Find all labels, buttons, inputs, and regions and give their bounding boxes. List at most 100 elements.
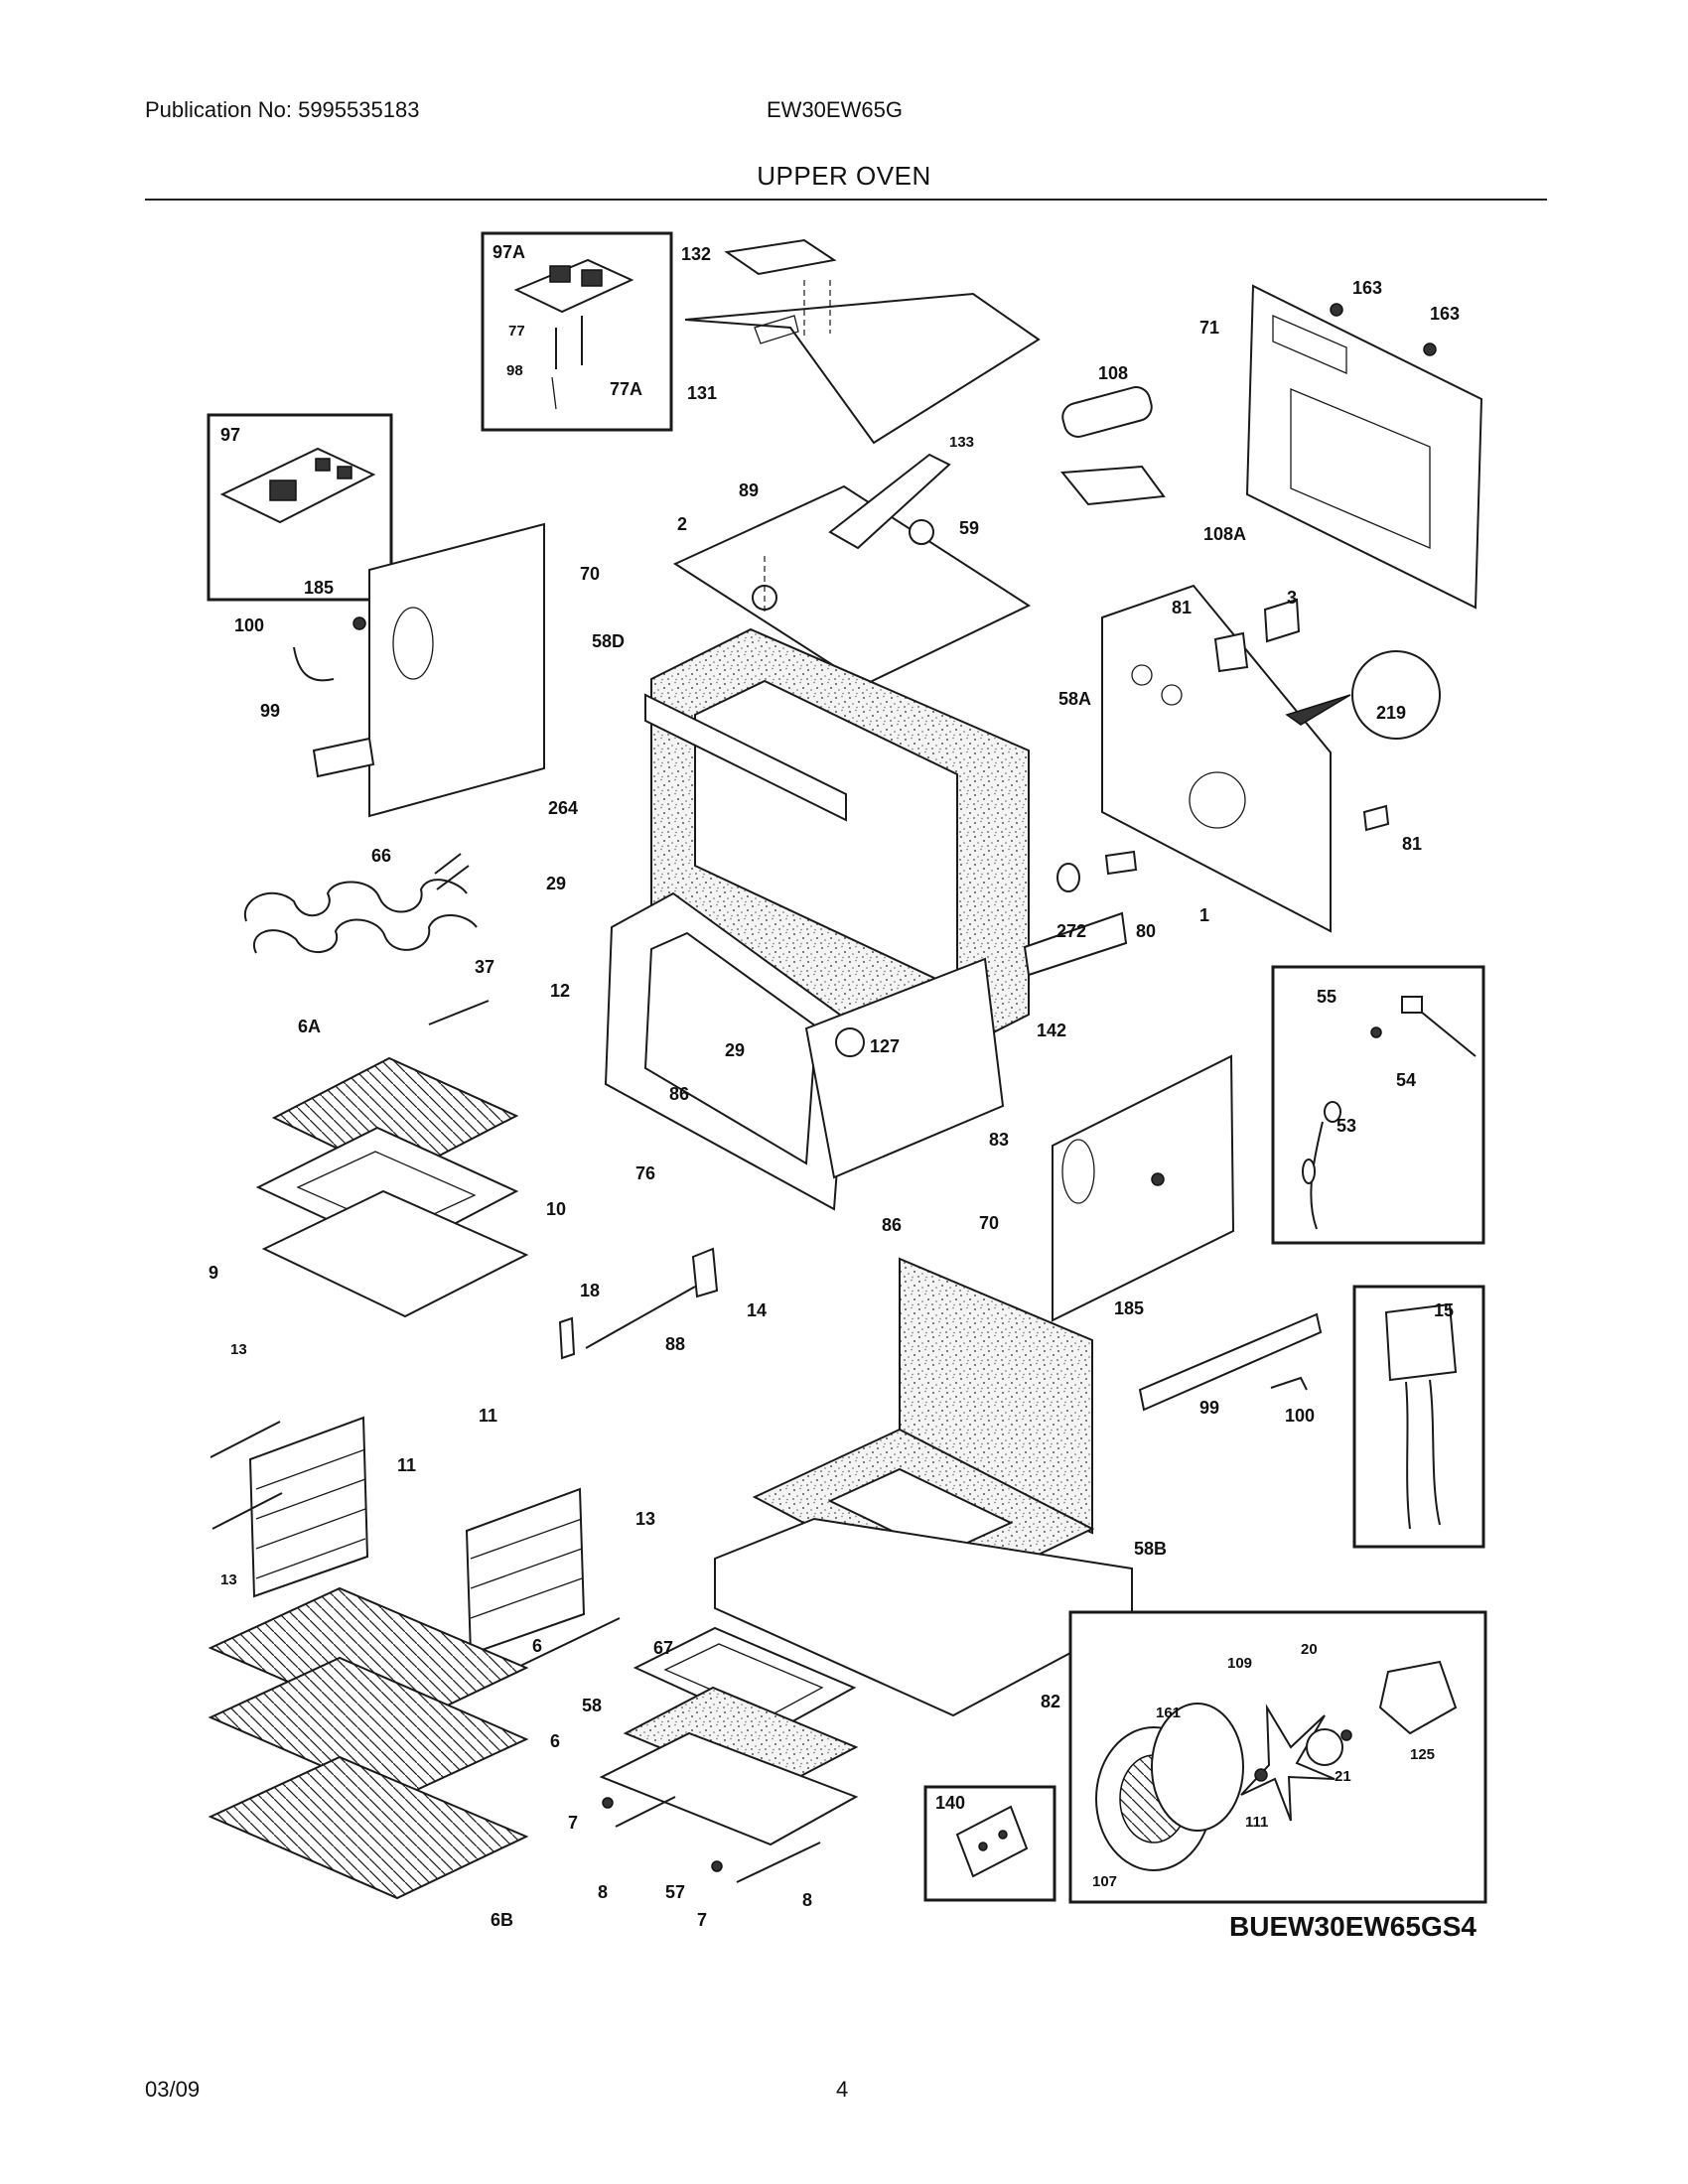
callout-109: 109: [1227, 1655, 1252, 1672]
callout-7-a: 7: [568, 1813, 578, 1833]
callout-88: 88: [665, 1334, 685, 1354]
probe-inset-frame: [1271, 965, 1485, 1245]
callout-76: 76: [635, 1163, 655, 1183]
part-7-screw-2: [711, 1860, 723, 1872]
callout-6-b: 6: [550, 1731, 560, 1751]
part-7-screw: [602, 1797, 614, 1809]
inset-module-15: [1352, 1285, 1485, 1549]
part-8-trim-right: [736, 1842, 821, 1883]
callout-81-a: 81: [1172, 598, 1192, 617]
control-board-97a-relay: [549, 265, 571, 283]
part-133-duct: [828, 453, 951, 550]
callout-111: 111: [1245, 1814, 1268, 1831]
part-13-slide-2: [515, 1617, 621, 1669]
callout-58b: 58B: [1134, 1539, 1167, 1559]
part-8-trim-left: [615, 1796, 676, 1828]
callout-54: 54: [1396, 1070, 1416, 1090]
callout-185-a: 185: [304, 578, 334, 598]
callout-1: 1: [1199, 905, 1209, 925]
part-66-broil-element: [243, 879, 478, 954]
part-11-rack-support-left: [248, 1416, 369, 1598]
part-55-nut: [1370, 1026, 1382, 1038]
callout-219: 219: [1376, 703, 1406, 723]
part-108a-bracket: [1060, 465, 1166, 506]
callout-142: 142: [1037, 1021, 1066, 1040]
callout-59: 59: [959, 518, 979, 538]
part-127-sensor: [835, 1027, 865, 1057]
part-54-probe-head: [1401, 996, 1423, 1014]
control-board-97-transformer: [269, 479, 297, 501]
part-81-clip: [1362, 804, 1390, 832]
callout-127: 127: [870, 1036, 900, 1056]
callout-9: 9: [209, 1263, 218, 1283]
callout-8-a: 8: [598, 1882, 608, 1902]
part-264-trim: [644, 693, 847, 822]
part-57-element-cover: [599, 1731, 859, 1846]
callout-89: 89: [739, 480, 759, 500]
part-100-wire: [293, 646, 335, 682]
callout-99-b: 99: [1199, 1398, 1219, 1418]
part-125-fan-motor: [1378, 1660, 1458, 1735]
inset-temperature-probe: [1271, 965, 1485, 1245]
callout-14: 14: [747, 1300, 767, 1320]
door-window-opening: [643, 931, 818, 1165]
part-70-side-panel-left: [368, 522, 545, 818]
callout-3: 3: [1287, 588, 1297, 608]
callout-53: 53: [1336, 1116, 1356, 1136]
part-100-wire-lower: [1270, 1376, 1308, 1391]
callout-97a: 97A: [492, 242, 525, 262]
callout-70-a: 70: [580, 564, 600, 584]
callout-97: 97: [220, 425, 240, 445]
part-11-rack-support-right: [465, 1487, 586, 1656]
callout-100-b: 100: [1285, 1406, 1315, 1426]
callout-140: 140: [935, 1793, 965, 1813]
callout-6-a: 6: [532, 1636, 542, 1656]
callout-13-b: 13: [220, 1571, 237, 1588]
part-18-hinge-plate: [558, 1316, 576, 1360]
callout-132: 132: [681, 244, 711, 264]
part-219-callout-circle: [1351, 650, 1441, 740]
publication-number: Publication No: 5995535183: [145, 97, 420, 122]
control-board-97a-relay-2: [581, 269, 603, 287]
part-108-thermal-fuse: [1061, 386, 1153, 438]
part-161-fan-shroud: [1151, 1703, 1244, 1832]
part-3-plate: [1263, 598, 1301, 643]
callout-125: 125: [1410, 1746, 1435, 1763]
callout-66: 66: [371, 846, 391, 866]
part-59-grommet: [909, 519, 934, 545]
part-81-bracket: [1213, 631, 1249, 673]
part-9-broil-pan: [261, 1189, 529, 1318]
callout-29-a: 29: [546, 874, 566, 893]
part-99-bracket: [312, 737, 375, 778]
inset-97a: [481, 231, 673, 432]
callout-70-b: 70: [979, 1213, 999, 1233]
callout-7-b: 7: [697, 1910, 707, 1930]
callout-29-b: 29: [725, 1040, 745, 1060]
part-185-nut-2: [1151, 1172, 1165, 1186]
part-131-top-panel: [684, 292, 1041, 445]
callout-83: 83: [989, 1130, 1009, 1150]
callout-98: 98: [506, 362, 523, 379]
callout-99-a: 99: [260, 701, 280, 721]
callout-108a: 108A: [1203, 524, 1246, 544]
callout-82: 82: [1041, 1692, 1060, 1711]
callout-185-b: 185: [1114, 1298, 1144, 1318]
callout-2: 2: [677, 514, 687, 534]
part-1-rear-wall: [1101, 584, 1332, 933]
footer-date: 03/09: [145, 2077, 201, 2102]
callout-163-b: 163: [1430, 304, 1460, 324]
inset-140: [923, 1785, 1056, 1902]
callout-71: 71: [1199, 318, 1219, 338]
part-6b-oven-rack: [208, 1755, 529, 1900]
part-13-slide: [210, 1421, 281, 1458]
part-21-clip: [1340, 1729, 1352, 1741]
part-37-probe: [428, 1000, 490, 1025]
part-88-rod: [585, 1286, 696, 1349]
callout-12: 12: [550, 981, 570, 1001]
diagram-reference-code: BUEW30EW65GS4: [1229, 1911, 1477, 1942]
callout-6a: 6A: [298, 1017, 321, 1036]
part-2-top-plate: [672, 484, 1032, 687]
part-111-nut: [1254, 1768, 1268, 1782]
callout-161: 161: [1156, 1705, 1181, 1721]
part-70-side-panel-right: [1052, 1054, 1235, 1322]
